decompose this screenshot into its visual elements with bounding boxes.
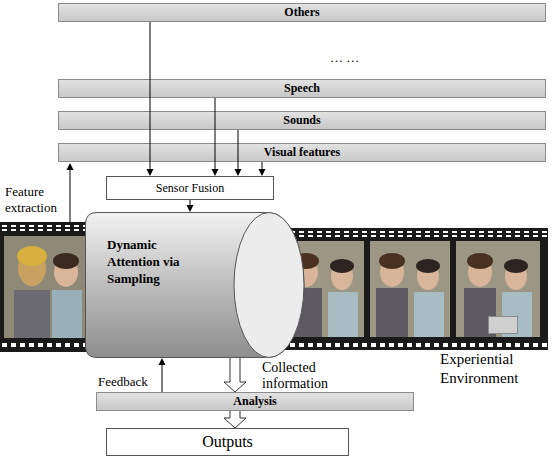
node-text: Analysis [97,393,413,410]
node-text: Sensor Fusion [107,177,273,199]
source-band: Visual features [58,143,546,162]
feature-extraction-arrow [70,169,71,222]
node-text: Sounds [59,112,545,129]
flow-arrow [259,162,266,176]
node-text: Speech [59,80,545,97]
flow-arrow [187,200,194,212]
film-strip-right [278,228,548,350]
fusion-box: Sensor Fusion [106,176,274,200]
legend-text: Experiential Environment [440,350,545,388]
node-text: Outputs [107,429,348,455]
flow-arrow [159,358,166,392]
edge-label: Collected information [262,360,344,392]
feature-extraction-label: Feature extraction [5,184,67,216]
film-strip-left [0,222,96,352]
analysis-band: Analysis [96,392,414,411]
hollow-arrow [224,411,246,428]
source-band: Others [58,3,546,22]
output-box: Outputs [106,428,349,456]
flow-arrow [235,130,242,176]
ellipsis-label: … … [330,50,380,66]
flow-arrow [212,98,219,176]
hollow-arrow [224,358,246,392]
attention-cylinder: Dynamic Attention via Sampling [85,212,307,358]
source-band: Sounds [58,111,546,130]
legend-swatch [488,316,518,334]
arrow-head [67,163,74,170]
edge-label: Feedback [98,374,158,390]
flow-arrow [147,22,154,176]
node-text: Dynamic Attention via Sampling [107,236,207,287]
node-text: Others [59,4,545,21]
node-text: Visual features [59,144,545,161]
source-band: Speech [58,79,546,98]
